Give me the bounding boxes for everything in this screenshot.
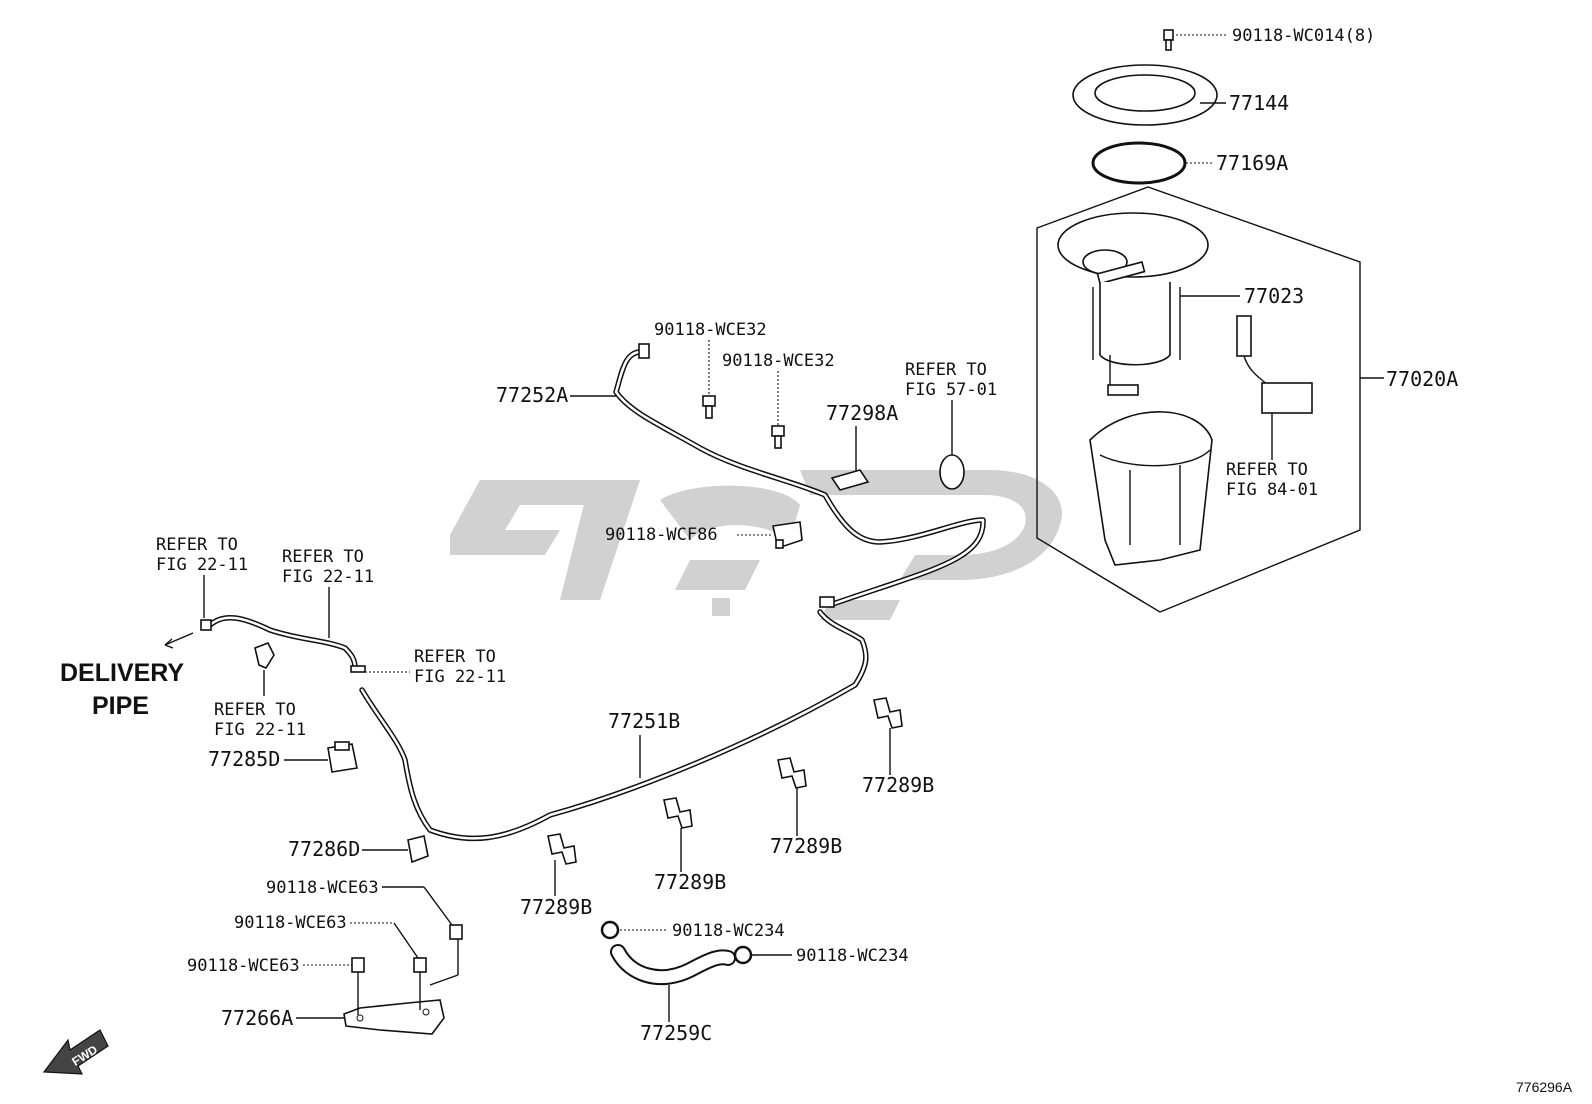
clip-77298a-label: 77298A [826,401,898,425]
refer-22-a-line2: FIG 22-11 [156,555,248,575]
tube-77252a: 77252A [496,343,986,608]
clip-wce63-b: 90118-WCE63 [234,913,427,1010]
clip-77298a: 77298A [826,401,898,491]
refer-57-line2: FIG 57-01 [905,380,997,400]
fuel-pump: 77023 [1057,212,1304,396]
refer-84-line2: FIG 84-01 [1226,480,1318,500]
clip-wce63-a-label: 90118-WCE63 [266,878,379,898]
clamp-77285d-label: 77285D [208,747,280,771]
refer-84-line1: REFER TO [1226,460,1308,480]
bracket-77266a: 77266A [221,999,445,1035]
delivery-pipe-label: DELIVERY PIPE [60,659,184,720]
bolt-wce32-b-label: 90118-WCE32 [722,351,835,371]
bracket-77266a-label: 77266A [221,1006,293,1030]
hose-clip-b: 90118-WC234 [733,945,909,966]
refer-22-a: REFER TO FIG 22-11 [156,535,248,618]
tube-77251b: 77251B [359,609,869,842]
delivery-line1: DELIVERY [60,659,184,687]
pump-bracket [1089,411,1213,566]
refer-22-b-line1: REFER TO [282,547,364,567]
clamp-77289b-3: 77289B [654,797,726,894]
clamp-77289b-2-label: 77289B [770,834,842,858]
watermark-logo [450,470,1062,620]
delivery-pipe-hose [164,615,366,673]
clamp-77289b-2: 77289B [770,757,842,858]
refer-22-a-line1: REFER TO [156,535,238,555]
clamp-77289b-4: 77289B [520,833,592,919]
refer-22-c-line1: REFER TO [414,647,496,667]
clamp-77289b-3-label: 77289B [654,870,726,894]
gasket-ring: 77169A [1091,141,1288,185]
clip-wce63-a: 90118-WCE63 [266,878,463,986]
fwd-arrow-icon: FWD [42,1029,109,1075]
delivery-line2: PIPE [92,692,149,720]
refer-22-d-line1: REFER TO [214,700,296,720]
clamp-77285d: 77285D [208,741,358,773]
bolt-wce32-a-label: 90118-WCE32 [654,320,767,340]
clip-wce63-b-label: 90118-WCE63 [234,913,347,933]
clamp-77286d-label: 77286D [288,837,360,861]
refer-57: REFER TO FIG 57-01 [905,360,997,490]
figure-code: 776296A [1516,1079,1573,1095]
clip-wcf86: 90118-WCF86 [605,521,803,550]
bolt-wce32-a: 90118-WCE32 [654,320,767,419]
refer-57-line1: REFER TO [905,360,987,380]
hose-clip-a: 90118-WC234 [600,920,785,941]
hose-clip-a-label: 90118-WC234 [672,921,785,941]
refer-22-d: REFER TO FIG 22-11 [214,670,306,740]
clamp-77289b-1-label: 77289B [862,773,934,797]
bolt-top-label: 90118-WC014(8) [1232,26,1375,46]
clip-wce63-c-label: 90118-WCE63 [187,956,300,976]
refer-22-c: REFER TO FIG 22-11 [365,647,506,687]
clamp-77289b-4-label: 77289B [520,895,592,919]
clip-wcf86-label: 90118-WCF86 [605,525,718,545]
clip-wce63-c: 90118-WCE63 [187,956,365,1015]
tube-77252a-label: 77252A [496,383,568,407]
gasket-label: 77169A [1216,151,1288,175]
hose-clip-b-label: 90118-WC234 [796,946,909,966]
assembly-box: 77020A [1036,186,1458,613]
tube-77251b-label: 77251B [608,709,680,733]
hose-77259c-label: 77259C [640,1021,712,1045]
assembly-label: 77020A [1386,367,1458,391]
retainer-ring: 77144 [1072,64,1289,126]
pump-label: 77023 [1244,284,1304,308]
clamp-77286d: 77286D [288,835,429,864]
bolt-top: 90118-WC014(8) [1163,26,1375,51]
fuel-sender: REFER TO FIG 84-01 [1226,315,1318,500]
refer-22-b: REFER TO FIG 22-11 [282,547,374,638]
hose-77259c: 77259C [610,944,736,1045]
refer-22-d-line2: FIG 22-11 [214,720,306,740]
refer-22-c-line2: FIG 22-11 [414,667,506,687]
retainer-label: 77144 [1229,91,1289,115]
bolt-wce32-b: 90118-WCE32 [722,351,835,449]
refer-22-b-line2: FIG 22-11 [282,567,374,587]
clamp-77289b-1: 77289B [862,697,934,797]
